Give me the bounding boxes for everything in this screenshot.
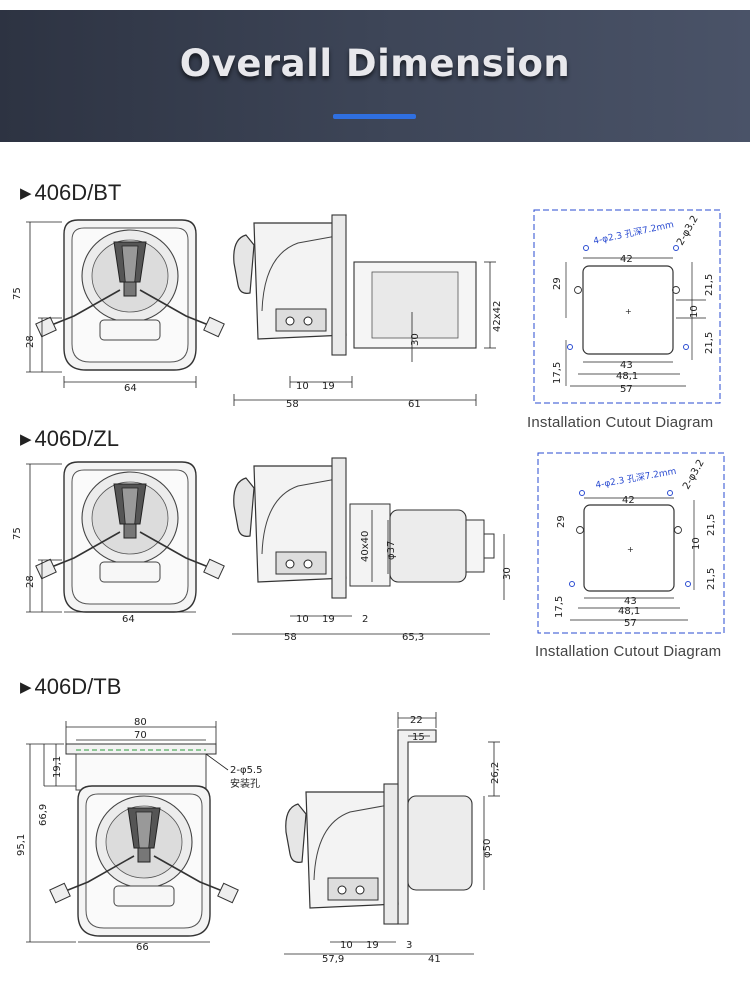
section-label-zl: ▶406D/ZL: [20, 426, 119, 452]
dim-label: 42x42: [492, 301, 503, 332]
section-label-bt: ▶406D/BT: [20, 180, 121, 206]
dim-label: 15: [412, 732, 425, 743]
dim-label: 61: [408, 399, 421, 410]
dim-label: 2-φ3.2: [675, 214, 701, 248]
dim-label: 10: [691, 537, 702, 550]
dim-label: 30: [410, 333, 421, 346]
dim-label: 57: [620, 384, 633, 395]
dim-label: 29: [556, 515, 567, 528]
zl-side-view: [233, 457, 347, 599]
tb-bracket: [65, 743, 217, 755]
dim-label: 64: [122, 614, 135, 625]
dim-label: 10: [296, 614, 309, 625]
dim-label: 43: [620, 360, 633, 371]
dim-label: 28: [25, 335, 36, 348]
svg-text:+: +: [627, 545, 634, 554]
zl-cutout-square: [583, 504, 675, 592]
bt-front-view: [34, 219, 226, 371]
dim-label: 58: [284, 632, 297, 643]
dim-label: 10: [340, 940, 353, 951]
dim-label: 2-φ3.2: [681, 458, 707, 492]
dim-label: 70: [134, 730, 147, 741]
tb-side-view: [285, 783, 399, 925]
zl-motor: [389, 509, 467, 583]
dim-label: 26,2: [490, 762, 501, 784]
zl-front-view: [34, 461, 226, 613]
dim-label: 4-φ2.3 孔深7.2mm: [592, 219, 674, 247]
dim-label: 75: [12, 287, 23, 300]
dim-label: 43: [624, 596, 637, 607]
section-label-tb: ▶406D/TB: [20, 674, 121, 700]
zl-cutout-frame: [537, 452, 725, 634]
dim-label: 4-φ2.3 孔深7.2mm: [595, 466, 678, 491]
dim-label: 66: [136, 942, 149, 953]
dim-label: 80: [134, 717, 147, 728]
dim-label: 17,5: [554, 596, 565, 618]
tb-front-view: [48, 785, 240, 937]
dim-label: 22: [410, 715, 423, 726]
dim-label: 42: [620, 254, 633, 265]
bt-cutout-frame: [533, 209, 721, 404]
bt-cutout-square: [582, 265, 674, 355]
svg-text:+: +: [625, 307, 632, 316]
dim-label: 40x40: [360, 531, 371, 562]
dim-label: 3: [406, 940, 412, 951]
dim-label: φ50: [482, 839, 493, 858]
dim-label: 10: [689, 305, 700, 318]
dim-label: 65,3: [402, 632, 424, 643]
dim-label: 48,1: [618, 606, 640, 617]
bt-side-view: [233, 214, 347, 356]
dim-label: 21,5: [704, 332, 715, 354]
dim-label: 66,9: [38, 804, 49, 826]
section-label-text: 406D/BT: [34, 180, 122, 205]
page-title: Overall Dimension: [179, 42, 571, 85]
dim-label: 2: [362, 614, 368, 625]
cutout-caption-zl: Installation Cutout Diagram: [535, 643, 722, 660]
dim-label: 10: [296, 381, 309, 392]
dim-label: 64: [124, 383, 137, 394]
dim-label: 21,5: [704, 274, 715, 296]
zl-gearbox: [349, 503, 391, 587]
dim-label: 19: [322, 614, 335, 625]
triangle-icon: ▶: [20, 431, 32, 448]
section-label-text: 406D/ZL: [34, 426, 119, 451]
dim-label: 57,9: [322, 954, 344, 965]
triangle-icon: ▶: [20, 679, 32, 696]
dim-label: 30: [502, 567, 513, 580]
triangle-icon: ▶: [20, 185, 32, 202]
dim-label: 95,1: [16, 834, 27, 856]
dim-label: 19,1: [52, 756, 63, 778]
hole-label: 2-φ5.5: [230, 765, 262, 776]
dim-label: 17,5: [552, 362, 563, 384]
cutout-caption-bt: Installation Cutout Diagram: [527, 414, 714, 431]
title-underline: [333, 114, 416, 119]
dim-label: φ37: [386, 541, 397, 560]
section-label-text: 406D/TB: [34, 674, 122, 699]
header-banner: Overall Dimension: [0, 10, 750, 142]
tb-motor: [407, 795, 473, 891]
dim-label: 42: [622, 495, 635, 506]
dim-label: 75: [12, 527, 23, 540]
hole-label-cn: 安装孔: [230, 777, 260, 790]
dim-label: 28: [25, 575, 36, 588]
dim-label: 19: [366, 940, 379, 951]
dim-label: 48,1: [616, 371, 638, 382]
dim-label: 58: [286, 399, 299, 410]
dim-label: 21,5: [706, 514, 717, 536]
dim-label: 29: [552, 277, 563, 290]
dim-label: 57: [624, 618, 637, 629]
dim-label: 19: [322, 381, 335, 392]
dim-label: 41: [428, 954, 441, 965]
dim-label: 21,5: [706, 568, 717, 590]
